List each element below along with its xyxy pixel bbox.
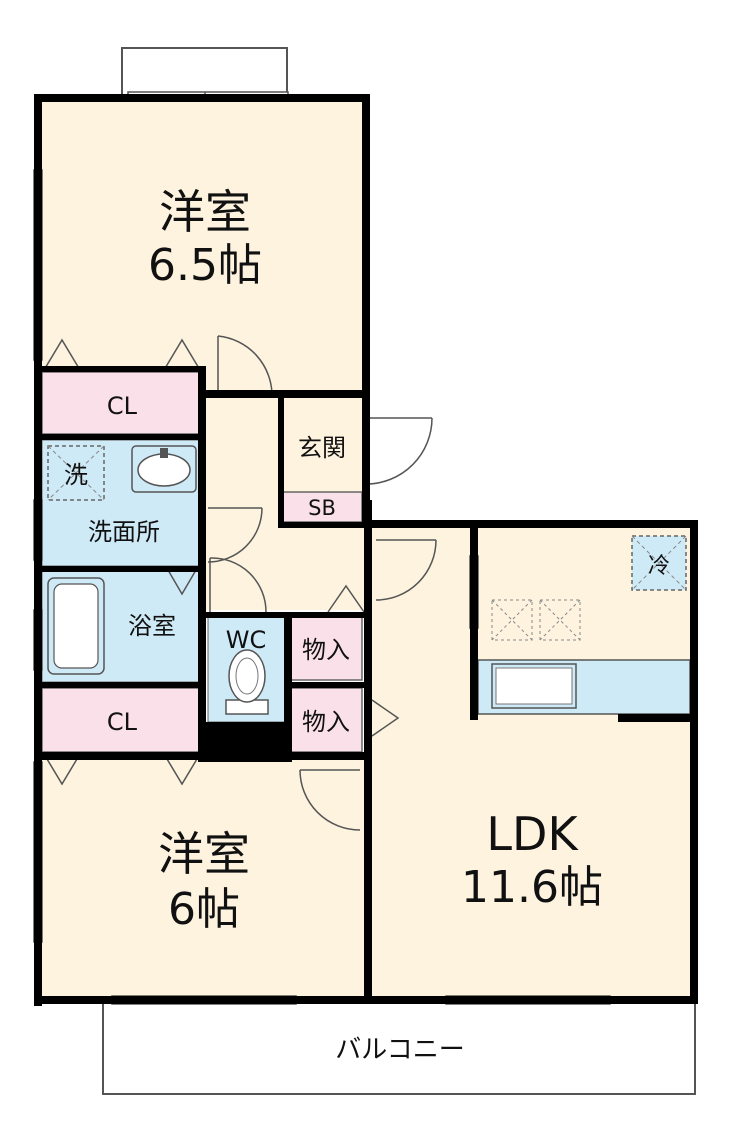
balcony	[102, 999, 696, 1095]
entrance-floor	[282, 400, 364, 492]
western-room-2-name: 洋室	[158, 827, 250, 881]
doors	[43, 335, 437, 831]
ldk-size: 11.6帖	[461, 862, 603, 913]
entrance-label: 玄関	[298, 434, 346, 462]
western-room-1-size: 6.5帖	[148, 240, 262, 291]
bathroom-label: 浴室	[128, 612, 176, 640]
western-room-1-name: 洋室	[159, 185, 251, 239]
balcony-label: バルコニー	[335, 1035, 464, 1065]
closet-2-box	[41, 687, 203, 753]
washer-label: 洗	[64, 461, 88, 489]
fridge-label: 冷	[648, 554, 670, 579]
washroom-label: 洗面所	[88, 518, 160, 546]
stove-burners	[491, 599, 581, 641]
storage-1-box	[289, 613, 363, 681]
western-room-1-floor	[38, 98, 366, 370]
closet-1-label: CL	[107, 392, 138, 420]
storage-1-label: 物入	[302, 636, 350, 664]
storage-2-box	[289, 687, 363, 753]
storage-2-label: 物入	[302, 708, 350, 736]
top-balcony	[121, 47, 288, 99]
western-room-2-size: 6帖	[168, 884, 240, 935]
walls	[34, 94, 698, 1006]
toilet-label: WC	[226, 626, 267, 654]
western-room-2-floor	[38, 752, 368, 1000]
shoe-box-label: SB	[308, 496, 336, 520]
closet-2-label: CL	[107, 708, 138, 736]
ldk-name: LDK	[486, 807, 579, 861]
